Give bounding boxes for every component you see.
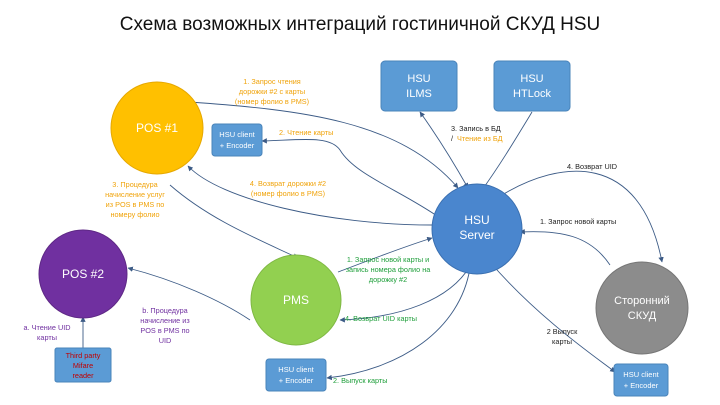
- svg-text:a. Чтение UID: a. Чтение UID: [23, 323, 70, 332]
- label-db-read: Чтение из БД: [457, 134, 503, 143]
- label-pms-issue-card: 2. Выпуск карты: [333, 376, 388, 385]
- svg-text:POS в PMS по: POS в PMS по: [140, 326, 189, 335]
- box-hsu-ilms: HSU ILMS: [380, 60, 458, 112]
- label-pms-new-card: 1. Запрос новой карты и запись номера фо…: [346, 255, 432, 284]
- svg-text:из POS в PMS по: из POS в PMS по: [106, 200, 165, 209]
- arrow-db-link: [419, 111, 469, 189]
- box-client-right: HSU client + Encoder: [613, 363, 669, 397]
- box-client-pos1-line2: + Encoder: [220, 141, 255, 150]
- svg-text:начисление услуг: начисление услуг: [105, 190, 165, 199]
- svg-text:UID: UID: [159, 336, 172, 345]
- svg-text:4. Возврат дорожки #2: 4. Возврат дорожки #2: [250, 179, 326, 188]
- label-new-card-request-right: 1. Запрос новой карты: [540, 217, 616, 226]
- label-db-write: 3. Запись в БД: [451, 124, 501, 133]
- node-hsu-server-line1: HSU: [464, 213, 489, 227]
- svg-text:b. Процедура: b. Процедура: [142, 306, 188, 315]
- arrow-db-htlock: [481, 111, 533, 191]
- svg-text:запись номера фолио на: запись номера фолио на: [346, 265, 432, 274]
- svg-text:1. Запрос чтения: 1. Запрос чтения: [243, 77, 301, 86]
- node-pms: PMS: [250, 254, 342, 346]
- arrow-server-to-pos1: [187, 165, 433, 226]
- arrow-server-to-pms: [339, 265, 471, 323]
- node-hsu-server-line2: Server: [459, 228, 494, 242]
- arrow-scud-to-server: [519, 229, 611, 266]
- arrow-server-to-pos1-client: [261, 138, 441, 219]
- label-pms-return-uid: 4. Возврат UID карты: [345, 314, 417, 323]
- diagram-title: Схема возможных интеграций гостиничной С…: [119, 14, 601, 35]
- box-hsu-ilms-line1: HSU: [407, 73, 430, 85]
- box-client-right-line2: + Encoder: [624, 381, 659, 390]
- node-hsu-server: HSU Server: [431, 183, 523, 275]
- svg-text:дорожки #2 с карты: дорожки #2 с карты: [239, 87, 305, 96]
- label-pos1-charge: 3. Процедура начисление услуг из POS в P…: [105, 180, 165, 219]
- label-pos2-charge: b. Процедура начисление из POS в PMS по …: [140, 306, 190, 345]
- box-client-bottom-line1: HSU client: [278, 365, 314, 374]
- svg-text:3. Процедура: 3. Процедура: [112, 180, 158, 189]
- arrow-server-to-right-client: [489, 261, 616, 373]
- node-side-scud-line2: СКУД: [628, 310, 657, 322]
- arrow-server-to-scud: [501, 170, 664, 263]
- arrow-pms-to-server: [337, 236, 433, 273]
- svg-text:номеру фолио: номеру фолио: [110, 210, 159, 219]
- arrow-server-to-bottom-client: [326, 267, 471, 381]
- svg-text:(номер фолио в PMS): (номер фолио в PMS): [251, 189, 325, 198]
- box-hsu-ilms-line2: ILMS: [406, 88, 432, 100]
- svg-text:(номер фолио в PMS): (номер фолио в PMS): [235, 97, 309, 106]
- arrow-pms-to-pos2: [127, 266, 251, 321]
- box-client-pos1: HSU client + Encoder: [211, 123, 263, 157]
- box-mifare-reader: Third party Mifare reader: [54, 347, 112, 383]
- box-hsu-htlock-line2: HTLock: [513, 88, 551, 100]
- label-issue-card-right: 2 Выпуск карты: [547, 327, 578, 346]
- svg-text:карты: карты: [37, 333, 57, 342]
- node-side-scud-line1: Сторонний: [614, 295, 670, 307]
- arrow-pos1-to-pms: [169, 184, 299, 259]
- label-db-sep: /: [451, 134, 454, 143]
- node-side-scud: Сторонний СКУД: [595, 261, 689, 355]
- box-client-bottom-line2: + Encoder: [279, 376, 314, 385]
- reader-line2: Mifare: [73, 361, 93, 370]
- svg-text:дорожку #2: дорожку #2: [369, 275, 407, 284]
- node-pos1-label: POS #1: [136, 121, 178, 135]
- label-pos2-read-uid: a. Чтение UID карты: [23, 323, 70, 342]
- label-return-uid-right: 4. Возврат UID: [567, 162, 617, 171]
- svg-text:1. Запрос новой карты и: 1. Запрос новой карты и: [347, 255, 429, 264]
- svg-text:карты: карты: [552, 337, 572, 346]
- box-client-bottom: HSU client + Encoder: [265, 358, 327, 392]
- reader-line1: Third party: [66, 351, 101, 360]
- node-pos1: POS #1: [110, 81, 204, 175]
- box-hsu-htlock: HSU HTLock: [493, 60, 571, 112]
- node-pms-label: PMS: [283, 293, 309, 307]
- label-pos1-read-card: 2. Чтение карты: [279, 128, 333, 137]
- svg-text:2 Выпуск: 2 Выпуск: [547, 327, 578, 336]
- box-client-right-line1: HSU client: [623, 370, 659, 379]
- box-client-pos1-line1: HSU client: [219, 130, 255, 139]
- label-pos1-return-track: 4. Возврат дорожки #2 (номер фолио в PMS…: [250, 179, 326, 198]
- node-pos2: POS #2: [38, 229, 128, 319]
- label-pos1-read-request: 1. Запрос чтения дорожки #2 с карты (ном…: [235, 77, 309, 106]
- svg-text:начисление из: начисление из: [140, 316, 190, 325]
- reader-line3: reader: [72, 371, 94, 380]
- box-hsu-htlock-line1: HSU: [520, 73, 543, 85]
- node-pos2-label: POS #2: [62, 267, 104, 281]
